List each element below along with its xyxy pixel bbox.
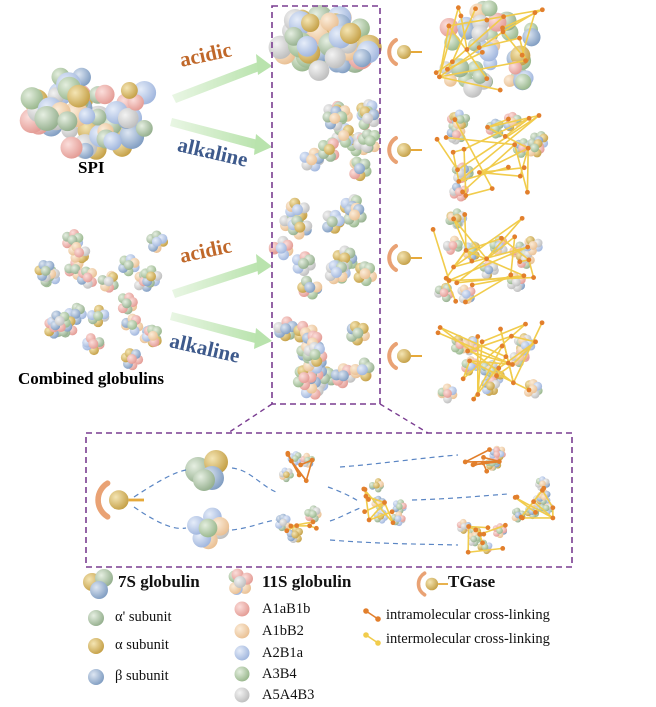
mechanism-frame <box>85 432 573 568</box>
tgase-icon-2 <box>387 136 422 164</box>
legend-a1ab1b-label: A1aB1b <box>262 601 311 617</box>
network-links-3 <box>430 212 536 305</box>
mechanism-intra-links-1 <box>285 450 315 484</box>
mechanism-7s-globulin <box>185 450 228 491</box>
spi-label: SPI <box>78 158 105 177</box>
mechanism-tgase-icon <box>95 480 144 520</box>
mechanism-mixed-links <box>361 486 396 526</box>
legend-a3b4-dot <box>234 666 250 682</box>
legend-a1bb2-label: A1bB2 <box>262 623 304 639</box>
legend-tgase-label: TGase <box>448 572 496 591</box>
legend-alpha-dot <box>88 638 104 654</box>
legend-beta-label: β subunit <box>115 668 169 684</box>
mechanism-product-links-3 <box>465 522 508 555</box>
alkaline-globulin-aggregate <box>273 316 375 400</box>
combined-globulins-cluster <box>34 228 169 371</box>
legend-a3b4-label: A3B4 <box>262 666 297 682</box>
legend-11s-label: 11S globulin <box>262 572 352 591</box>
arrow-alkaline-bottom <box>170 312 258 343</box>
tgase-icon-1 <box>387 38 422 66</box>
condition-arrows <box>170 54 272 349</box>
legend-alpha-label: α subunit <box>115 637 169 653</box>
alkaline-spi-aggregate <box>299 99 381 182</box>
arrow-acidic-top <box>172 62 262 103</box>
globulin-clusters <box>19 0 554 703</box>
mechanism-product-links-2 <box>512 485 556 521</box>
condition-frame <box>271 5 381 405</box>
network-links-4 <box>435 320 545 402</box>
legend-intramolecular-label: intramolecular cross-linking <box>386 607 550 623</box>
legend-intramolecular-icon <box>363 608 381 622</box>
arrow-alkaline-top <box>170 118 258 149</box>
network-links-1 <box>433 5 545 93</box>
crosslinked-aggregate-1 <box>439 0 541 98</box>
legend-alpha-prime-dot <box>88 610 104 626</box>
mechanism-product-links-1 <box>462 447 502 474</box>
legend-a2b1a-dot <box>234 645 250 661</box>
legend-tgase-icon <box>416 571 448 597</box>
acidic-spi-aggregate <box>268 5 382 81</box>
legend-beta-dot <box>88 669 104 685</box>
legend-intermolecular-icon <box>363 632 381 646</box>
acidic-globulin-aggregate <box>268 194 378 300</box>
legend-a5a4b3-dot <box>234 687 250 703</box>
legend-a1ab1b-dot <box>234 601 250 617</box>
spi-cluster <box>19 67 157 160</box>
legend-11s-icon <box>228 568 253 595</box>
arrow-acidic-bottom <box>172 262 261 298</box>
legend-intermolecular-label: intermolecular cross-linking <box>386 631 550 647</box>
combined-globulins-label: Combined globulins <box>18 369 164 388</box>
legend-7s-label: 7S globulin <box>118 572 200 591</box>
legend-a5a4b3-label: A5A4B3 <box>262 687 315 703</box>
mechanism-11s-globulin <box>187 507 230 550</box>
network-links-2 <box>434 113 542 198</box>
tgase-icon-3 <box>387 244 422 272</box>
legend-a1bb2-dot <box>234 623 250 639</box>
legend-alpha-prime-label: α' subunit <box>115 609 172 625</box>
mechanism-product-3 <box>456 518 508 555</box>
legend-7s-icon <box>83 569 113 599</box>
tgase-icon-4 <box>387 342 422 370</box>
mechanism-connectors <box>133 454 509 546</box>
cross-link-network <box>284 5 556 555</box>
legend-a2b1a-label: A2B1a <box>262 645 304 661</box>
mechanism-11s-crosslinked <box>275 505 322 544</box>
mechanism-inter-links-1 <box>284 519 319 534</box>
